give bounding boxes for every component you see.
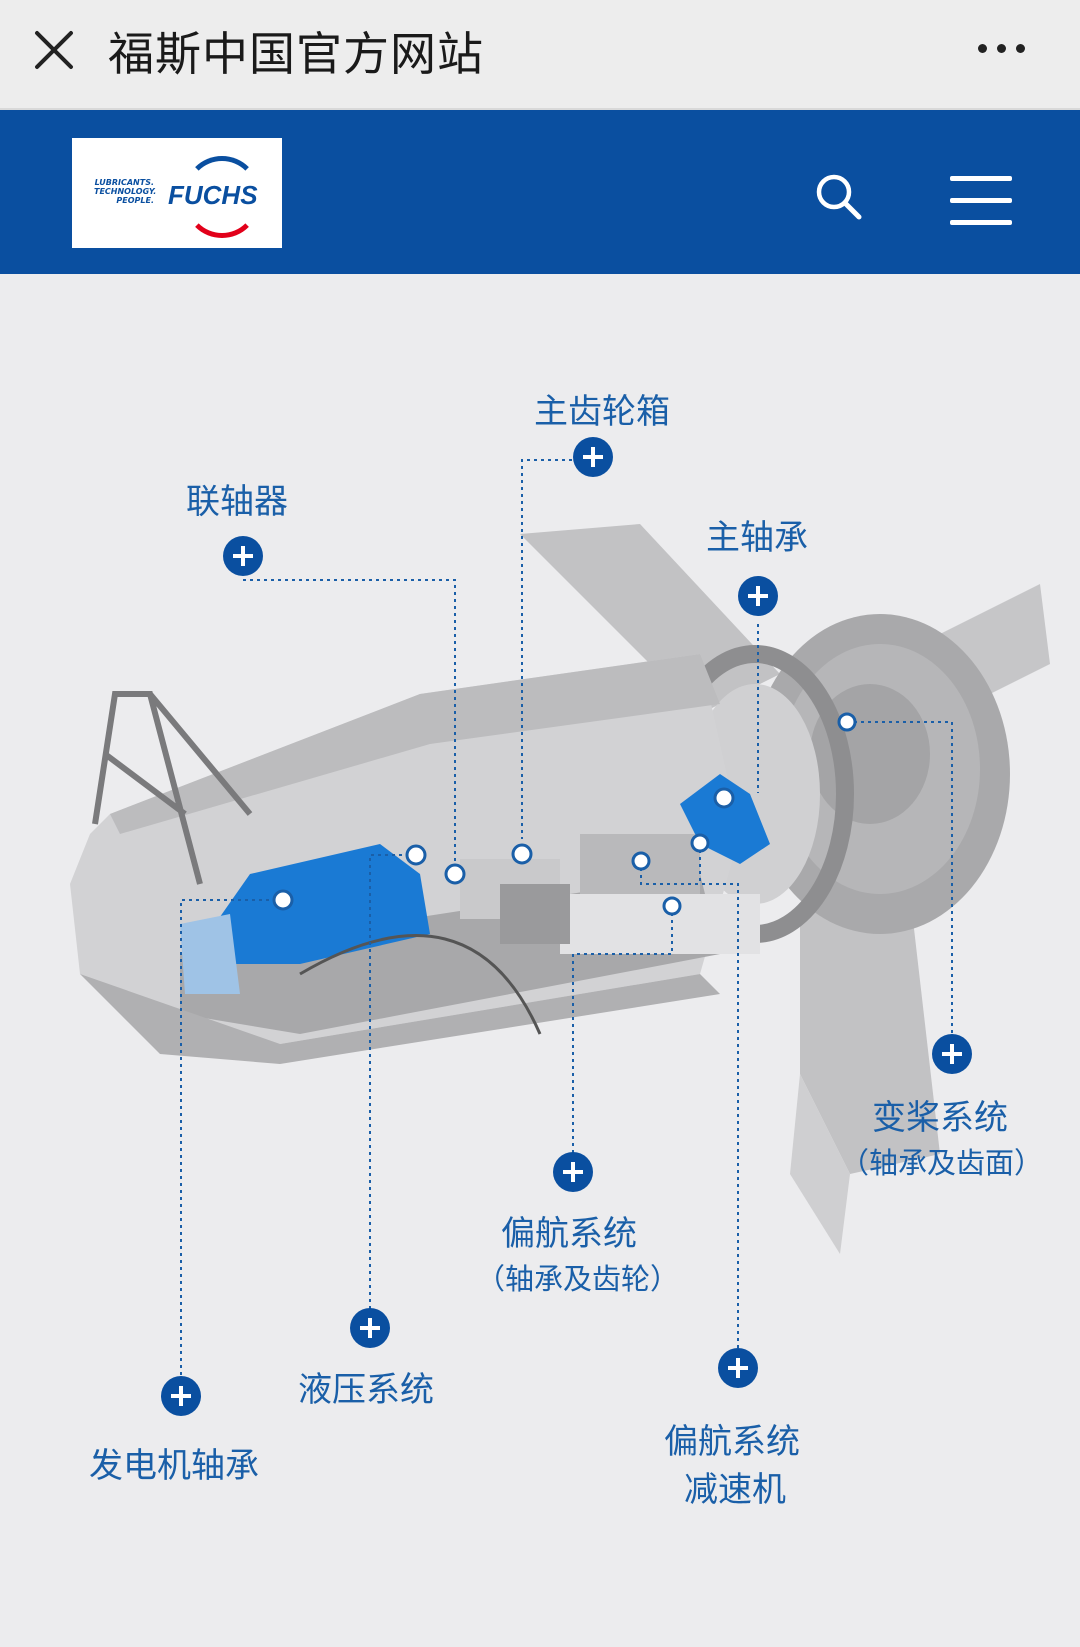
label-pitch-system-sub: （轴承及齿面）	[840, 1146, 1044, 1180]
generator-highlight	[215, 844, 430, 964]
hotspot-plus-coupling[interactable]	[223, 536, 263, 576]
hotspot-plus-generator-bearing[interactable]	[161, 1376, 201, 1416]
component-dots	[272, 712, 857, 916]
hotspot-plus-main-bearing[interactable]	[738, 576, 778, 616]
label-yaw-system-sub: （轴承及齿轮）	[476, 1262, 680, 1296]
wind-turbine-diagram: 主齿轮箱 联轴器 主轴承 变桨系统 （轴承及齿面） 偏航系统 （轴承及齿轮） 液…	[0, 274, 1080, 1643]
label-coupling[interactable]: 联轴器	[186, 482, 288, 522]
browser-top-bar: 福斯中国官方网站	[0, 0, 1080, 110]
logo-tagline: LUBRICANTS. TECHNOLOGY. PEOPLE.	[94, 178, 157, 205]
search-icon[interactable]	[814, 172, 862, 220]
fuchs-logo[interactable]: LUBRICANTS. TECHNOLOGY. PEOPLE. FUCHS	[72, 138, 282, 248]
label-main-bearing[interactable]: 主轴承	[706, 518, 808, 558]
blade-lower-tip	[790, 1074, 850, 1254]
label-main-gearbox[interactable]: 主齿轮箱	[534, 392, 670, 432]
close-icon[interactable]	[32, 28, 76, 72]
leader-lines	[180, 459, 953, 1396]
label-generator-bearing[interactable]: 发电机轴承	[89, 1446, 259, 1486]
hotspot-plus-yaw-system[interactable]	[553, 1152, 593, 1192]
hamburger-menu-icon[interactable]	[950, 176, 1014, 226]
label-yaw-system[interactable]: 偏航系统	[501, 1214, 637, 1254]
label-hydraulic-system[interactable]: 液压系统	[298, 1370, 434, 1410]
blade-lower	[800, 894, 940, 1174]
label-yaw-reducer-line1[interactable]: 偏航系统	[664, 1422, 800, 1462]
label-pitch-system[interactable]: 变桨系统	[872, 1098, 1008, 1138]
hotspot-plus-main-gearbox[interactable]	[573, 437, 613, 477]
logo-arc-blue	[184, 156, 260, 232]
label-yaw-reducer-line2[interactable]: 减速机	[684, 1470, 786, 1510]
railing	[92, 691, 253, 885]
turbine-illustration	[70, 437, 1050, 1416]
site-header: LUBRICANTS. TECHNOLOGY. PEOPLE. FUCHS	[0, 110, 1080, 274]
hotspot-plus-hydraulic-system[interactable]	[350, 1308, 390, 1348]
hotspot-plus-pitch-system[interactable]	[932, 1034, 972, 1074]
hotspot-plus-yaw-reducer[interactable]	[718, 1348, 758, 1388]
logo-arc-red	[184, 162, 260, 238]
logo-name: FUCHS	[168, 180, 258, 210]
more-options-icon[interactable]	[978, 44, 1028, 56]
page-title: 福斯中国官方网站	[108, 27, 484, 81]
